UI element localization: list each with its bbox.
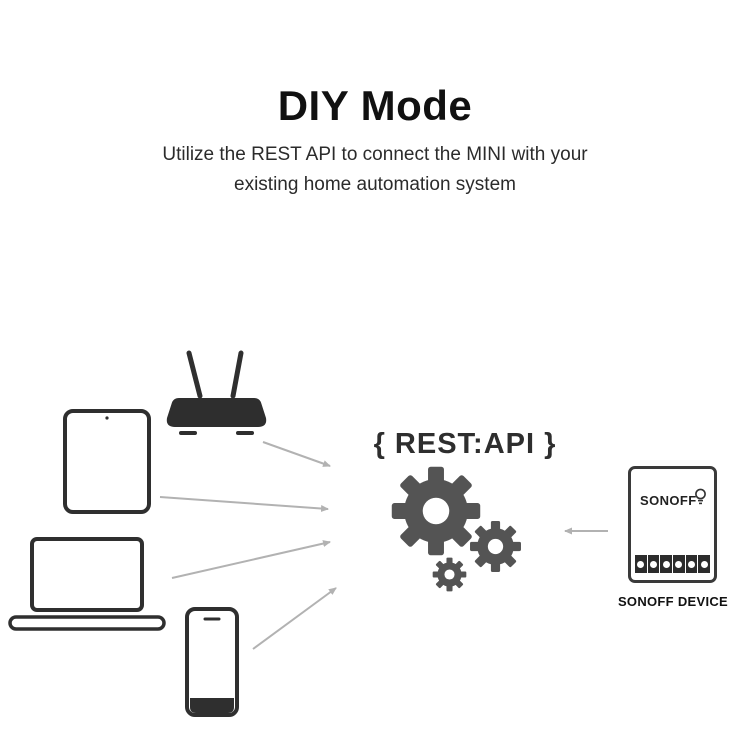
terminal-cell [635,555,647,573]
arrow-laptop-to-api [171,540,331,579]
terminal-cell [647,555,660,573]
terminal-cell [685,555,698,573]
subtitle-line-2: existing home automation system [234,174,516,195]
arrow-router-to-api [262,441,331,467]
router-icon [166,350,267,435]
sonoff-brand-label: SONOFF [640,493,697,508]
page-title: DIY Mode [277,82,473,129]
terminal-cell [698,555,711,573]
gear-medium [470,521,521,572]
bulb-icon [695,488,706,505]
gear-large [391,466,481,556]
terminal-cell [673,555,685,573]
laptop-icon [8,537,166,631]
rest-api-label: { REST:API } [373,428,557,460]
tablet-icon [63,409,151,514]
gear-small [432,557,467,592]
terminal-cell [660,555,673,573]
terminal-strip [635,555,711,573]
arrow-tablet-to-api [159,496,329,512]
subtitle-line-1: Utilize the REST API to connect the MINI… [162,144,588,165]
phone-icon [185,607,239,717]
sonoff-device-caption: SONOFF DEVICE [617,594,729,609]
gears-icon [391,466,521,592]
subtitle: Utilize the REST API to connect the MINI… [0,140,750,200]
arrow-phone-to-api [252,587,337,650]
sonoff-device-icon: SONOFF [628,466,717,583]
